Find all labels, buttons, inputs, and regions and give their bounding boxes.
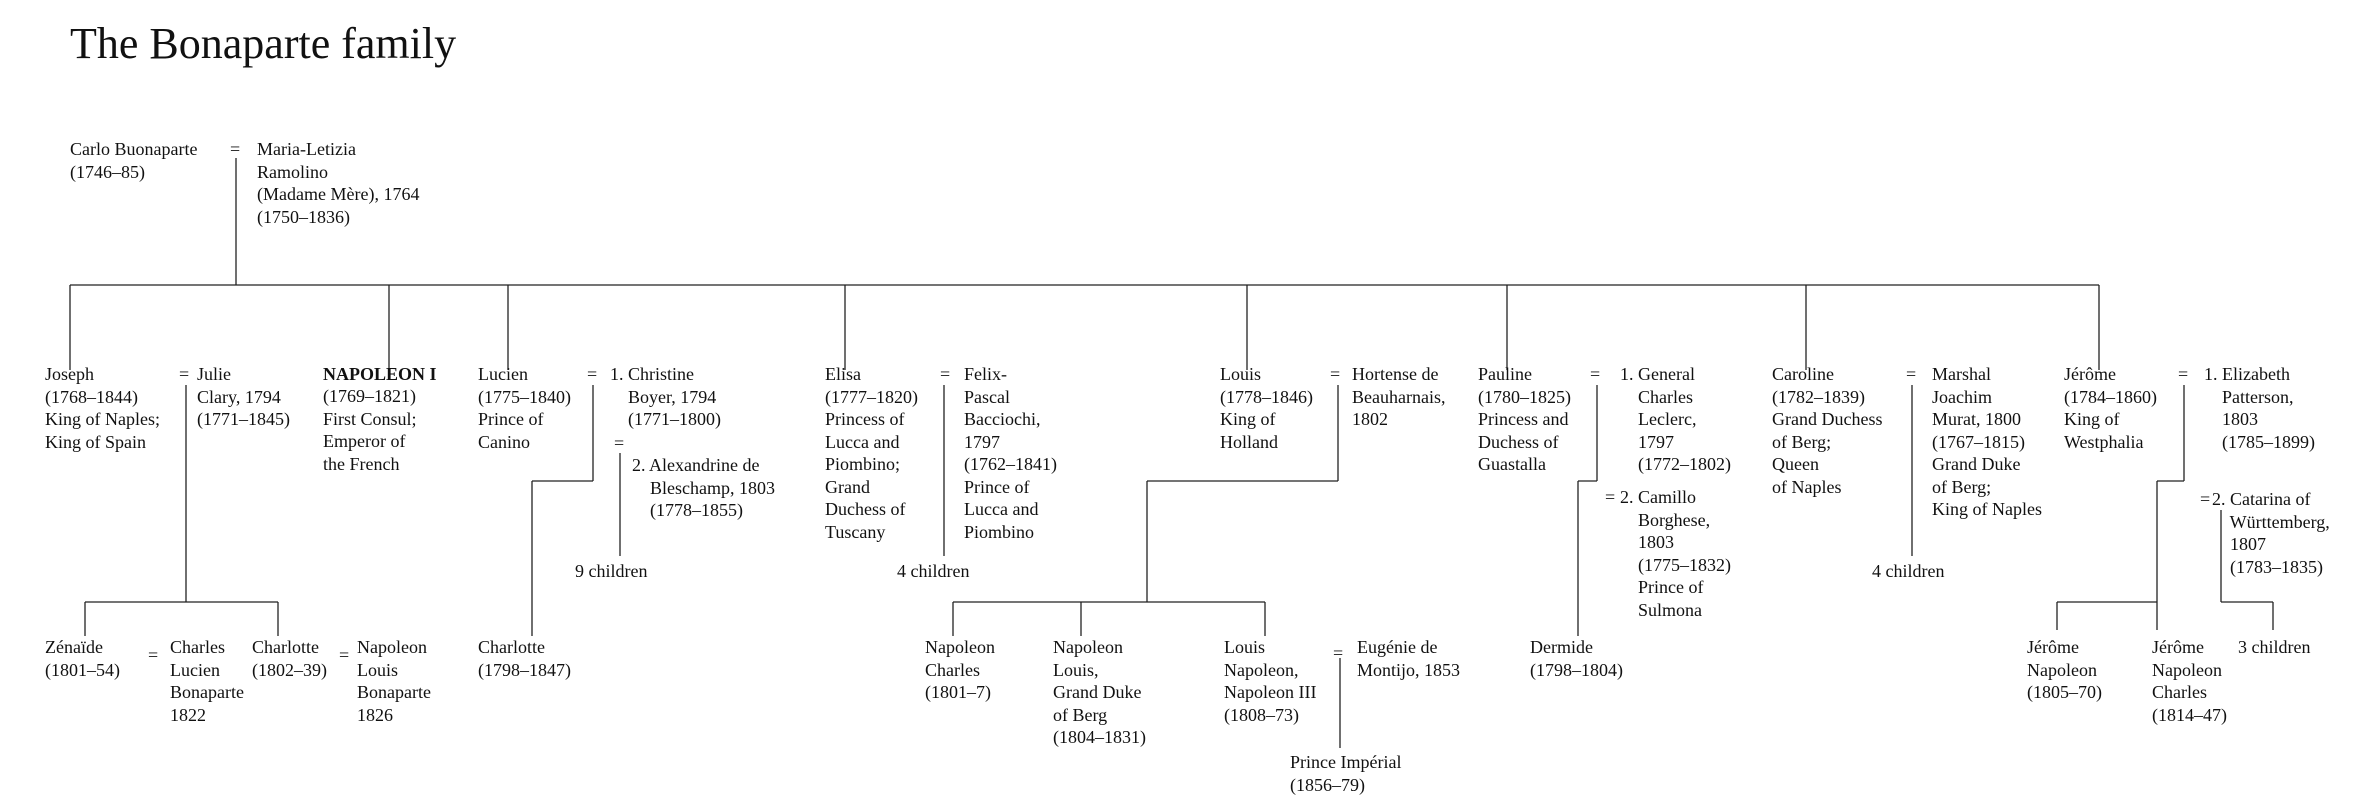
caroline-descendants: 4 children bbox=[1872, 561, 1945, 581]
lucien-descendants: 9 children bbox=[575, 561, 648, 581]
elisa-descendants: 4 children bbox=[897, 561, 970, 581]
person-alexandrine-de-bleschamp: 2. Alexandrine de Bleschamp, 1803 (1778–… bbox=[632, 455, 775, 520]
marriage-symbol: = bbox=[1605, 487, 1616, 507]
person-elisa: Elisa (1777–1820) Princess of Lucca and … bbox=[825, 364, 918, 542]
person-napoleon-charles: Napoleon Charles (1801–7) bbox=[925, 637, 995, 702]
marriage-symbol: = bbox=[1906, 364, 1917, 384]
marriage-symbol: = bbox=[2178, 364, 2189, 384]
marriage-symbol: = bbox=[148, 645, 159, 665]
jerome-descendants: 3 children bbox=[2238, 637, 2311, 657]
person-catarina-of-wurttemberg: 2. Catarina of Württemberg, 1807 (1783–1… bbox=[2212, 489, 2330, 577]
person-camillo-borghese: 2. Camillo Borghese, 1803 (1775–1832) Pr… bbox=[1620, 487, 1731, 620]
marriage-symbol: = bbox=[587, 364, 598, 384]
person-prince-imperial: Prince Impérial (1856–79) bbox=[1290, 752, 1402, 795]
person-charlotte-joseph: Charlotte (1802–39) bbox=[252, 637, 327, 680]
person-joseph: Joseph (1768–1844) King of Naples; King … bbox=[45, 364, 160, 452]
person-caroline: Caroline (1782–1839) Grand Duchess of Be… bbox=[1772, 364, 1883, 497]
person-felix-pascal-bacciochi: Felix- Pascal Bacciochi, 1797 (1762–1841… bbox=[964, 364, 1057, 542]
person-zenaide: Zénaïde (1801–54) bbox=[45, 637, 120, 680]
person-louis: Louis (1778–1846) King of Holland bbox=[1220, 364, 1313, 452]
person-carlo-buonaparte: Carlo Buonaparte (1746–85) bbox=[70, 139, 198, 182]
marriage-symbol: = bbox=[940, 364, 951, 384]
person-napoleon-i: (1769–1821) First Consul; Emperor of the… bbox=[323, 386, 417, 474]
marriage-symbol: = bbox=[339, 645, 350, 665]
person-maria-letizia-ramolino: Maria-Letizia Ramolino (Madame Mère), 17… bbox=[257, 139, 420, 227]
person-louis-napoleon-iii: Louis Napoleon, Napoleon III (1808–73) bbox=[1224, 637, 1317, 725]
person-charles-leclerc: 1. General Charles Leclerc, 1797 (1772–1… bbox=[1620, 364, 1731, 474]
person-pauline: Pauline (1780–1825) Princess and Duchess… bbox=[1478, 364, 1571, 474]
page-title: The Bonaparte family bbox=[70, 19, 457, 68]
person-napoleon-louis-bonaparte: Napoleon Louis Bonaparte 1826 bbox=[357, 637, 431, 725]
person-jerome-napoleon: Jérôme Napoleon (1805–70) bbox=[2027, 637, 2102, 702]
marriage-symbol: = bbox=[1333, 643, 1344, 663]
person-joachim-murat: Marshal Joachim Murat, 1800 (1767–1815) … bbox=[1932, 364, 2042, 519]
marriage-symbol: = bbox=[1590, 364, 1601, 384]
marriage-symbol: = bbox=[614, 433, 625, 453]
person-hortense-de-beauharnais: Hortense de Beauharnais, 1802 bbox=[1352, 364, 1446, 429]
person-dermide: Dermide (1798–1804) bbox=[1530, 637, 1623, 680]
person-jerome: Jérôme (1784–1860) King of Westphalia bbox=[2064, 364, 2157, 452]
person-lucien: Lucien (1775–1840) Prince of Canino bbox=[478, 364, 571, 452]
person-christine-boyer: 1. Christine Boyer, 1794 (1771–1800) bbox=[610, 364, 721, 429]
person-jerome-napoleon-charles: Jérôme Napoleon Charles (1814–47) bbox=[2152, 637, 2227, 725]
person-julie-clary: Julie Clary, 1794 (1771–1845) bbox=[197, 364, 290, 429]
person-charlotte-lucien: Charlotte (1798–1847) bbox=[478, 637, 571, 680]
person-elizabeth-patterson: 1. Elizabeth Patterson, 1803 (1785–1899) bbox=[2204, 364, 2315, 452]
person-napoleon-i-name: NAPOLEON I bbox=[323, 364, 437, 384]
marriage-symbol: = bbox=[2200, 489, 2211, 509]
person-charles-lucien-bonaparte: Charles Lucien Bonaparte 1822 bbox=[170, 637, 244, 725]
marriage-symbol: = bbox=[179, 364, 190, 384]
marriage-symbol: = bbox=[230, 139, 241, 159]
marriage-symbol: = bbox=[1330, 364, 1341, 384]
person-eugenie-de-montijo: Eugénie de Montijo, 1853 bbox=[1357, 637, 1461, 680]
person-napoleon-louis: Napoleon Louis, Grand Duke of Berg (1804… bbox=[1053, 637, 1146, 747]
